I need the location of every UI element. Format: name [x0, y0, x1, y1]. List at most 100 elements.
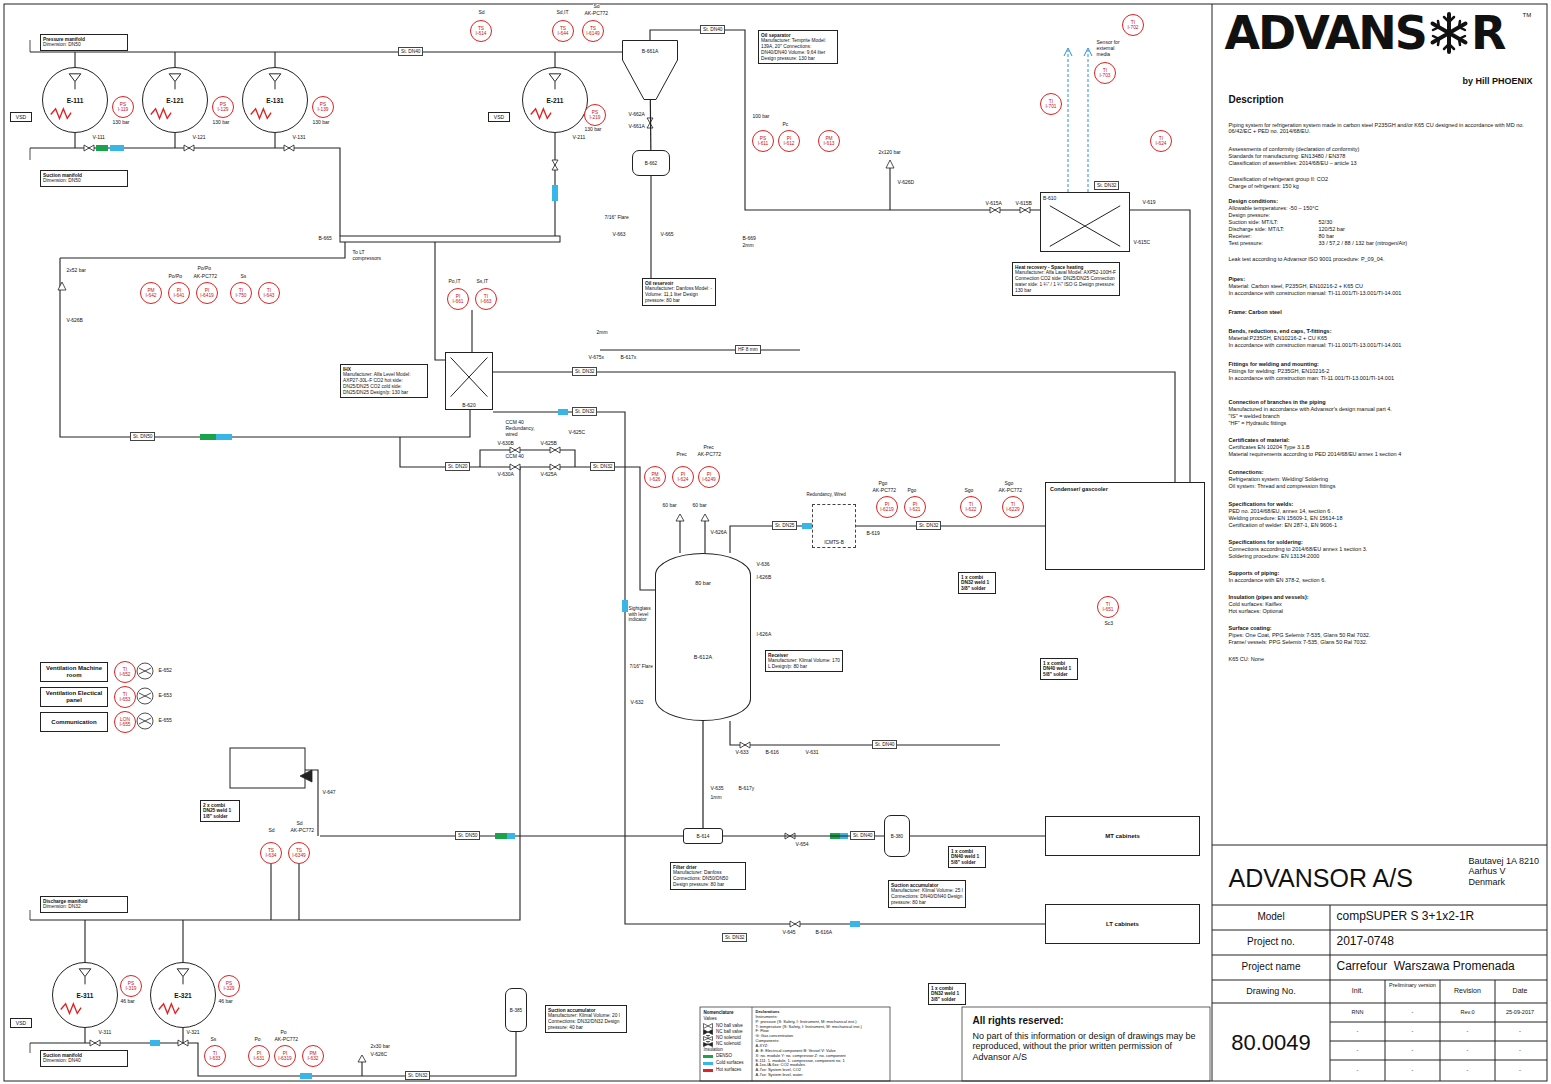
gascooler: Condenser/ gascooler	[1045, 482, 1205, 570]
callout-text: Insulation	[703, 1047, 723, 1052]
callout-text: Ss,IT	[476, 279, 489, 285]
node-text: I-653	[120, 697, 131, 702]
node-text: I-641	[174, 293, 185, 298]
pipe-tag: St. DN32	[916, 521, 941, 530]
callout-text: Sd	[478, 10, 485, 16]
callout-text: 130 bar	[584, 127, 602, 133]
callout-text: V-626C	[370, 1052, 388, 1058]
node-text: St. DN32	[725, 935, 744, 941]
node-text: B-662	[645, 161, 657, 166]
callout-text: V-626D	[897, 180, 915, 186]
node-text: PI	[177, 288, 182, 293]
pipe-line	[1130, 210, 1190, 482]
node-text: PI	[456, 294, 461, 299]
callout-text: 60 bar	[692, 503, 707, 509]
node-text: I-6349	[292, 853, 306, 858]
pipe-tag: St. DN20	[445, 462, 470, 471]
pipe-line	[554, 133, 555, 236]
legend-swatch	[703, 1069, 713, 1072]
node-text: Oil reservoir	[645, 281, 713, 287]
node-text: St. DN40	[853, 833, 872, 839]
node-text: Oil separator	[761, 33, 835, 39]
callout-text: Classification of assemblies: 2014/68/EU…	[1228, 160, 1357, 166]
snowflake-logo	[1432, 14, 1465, 52]
callout-text: V-625C	[568, 430, 586, 436]
info-box: Oil separatorManufacturer: Temprite Mode…	[758, 30, 838, 64]
node-text: PS	[592, 110, 598, 115]
instrument-bubble: TII-6229	[1002, 496, 1024, 518]
node-text: I-655	[120, 722, 131, 727]
callout-text: B-669	[742, 236, 756, 242]
callout-text: Material requirements according to PED 2…	[1228, 451, 1402, 457]
vsd-box: VSD	[10, 112, 32, 122]
node-text: I-119	[118, 107, 129, 112]
node-text: PI	[257, 1051, 262, 1056]
callout-text: V-615A	[985, 201, 1002, 207]
callout-text: by Hill PHOENIX	[1462, 76, 1533, 86]
fan-symbol	[137, 663, 153, 679]
node-text: TI	[1159, 136, 1163, 141]
node-text: PS	[220, 102, 226, 107]
heater-symbol	[151, 109, 171, 119]
callout-text: PED no. 2014/68/EU, annex 14, section 6 …	[1228, 508, 1334, 514]
callout-text: V-635	[710, 786, 724, 792]
compressor-symbol	[169, 74, 181, 90]
callout-text: compSUPER S 3+1x2-1R	[1336, 910, 1475, 924]
valve-symbol	[740, 742, 750, 748]
node-text: TI	[239, 288, 243, 293]
node-text: HF 8 mm	[738, 347, 758, 353]
pipe-line	[730, 721, 1000, 745]
callout-text: 130 bar	[312, 120, 330, 126]
instrument-bubble: PMI-613	[818, 130, 840, 152]
valve-symbol	[184, 145, 194, 151]
pipe-line	[493, 412, 1045, 924]
callout-text: T: temperature (S: Safety, I: Instrument…	[755, 1025, 862, 1030]
callout-text: Ss	[210, 1037, 217, 1043]
callout-text: Hot surfaces: Optional	[1228, 608, 1283, 614]
callout-text: Pgo	[878, 481, 888, 487]
callout-text: Surface coating:	[1228, 625, 1272, 631]
callout-text: -	[1385, 1009, 1440, 1015]
node-text: 1 x combi DN40 weld 1 5/8" solder	[1043, 661, 1075, 678]
callout-text: V-615C	[1133, 240, 1151, 246]
node-text: I-632	[308, 1056, 319, 1061]
callout-text: Ss	[240, 274, 247, 280]
legend-swatch	[703, 1062, 713, 1065]
callout-text: Sd	[296, 821, 303, 827]
instrument-bubble: PII-631	[248, 1045, 270, 1067]
pipe-line	[30, 30, 1190, 1076]
pipe-line	[435, 242, 445, 360]
node-text: TI	[213, 1051, 217, 1056]
info-box: 1 x combi DN32 weld 1 3/8" solder	[958, 572, 996, 594]
water-line	[1064, 48, 1092, 192]
callout-text: Design conditions:	[1228, 198, 1279, 204]
node-text: St. DN32	[575, 409, 594, 415]
node-text: St. DN20	[448, 464, 467, 470]
pipe-tag: St. DN50	[130, 432, 155, 441]
node-text: B-620	[462, 402, 475, 408]
callout-text: "HF" = Hydraulic fittings	[1228, 420, 1287, 426]
callout-text: Welding procedure: EN 15609-1, EN 15614-…	[1228, 515, 1343, 521]
callout-text: -	[1385, 1067, 1440, 1073]
instrument-bubble: PSI-219	[584, 104, 606, 126]
callout-text: Insulation (pipes and vessels):	[1228, 594, 1309, 600]
node-text: I-702	[1128, 25, 1139, 30]
node-text: I-6219	[880, 507, 894, 512]
callout-text: -	[1385, 1047, 1440, 1053]
insulation-mark	[96, 145, 108, 151]
callout-text: -	[1440, 1067, 1495, 1073]
heat-exchanger-symbol	[446, 353, 492, 409]
insulation-mark	[96, 145, 860, 1079]
panel-box: LT cabinets	[1045, 904, 1200, 944]
instrument-bubble: TII-651	[1097, 596, 1119, 618]
callout-text: Connection of branches in the piping	[1228, 399, 1326, 405]
instrument-bubble: PII-6319	[274, 1045, 296, 1067]
callout-text: Po/Po	[168, 274, 183, 280]
callout-text: B-619	[866, 531, 880, 537]
node-text: St. DN50	[458, 833, 477, 839]
pipe-line	[650, 176, 651, 278]
callout-text: V-662A	[628, 112, 645, 118]
instrument-bubble: TII-703	[1094, 62, 1116, 84]
callout-text: Carrefour Warszawa Promenada	[1336, 960, 1515, 974]
legend-text: DENSO	[716, 1054, 732, 1059]
